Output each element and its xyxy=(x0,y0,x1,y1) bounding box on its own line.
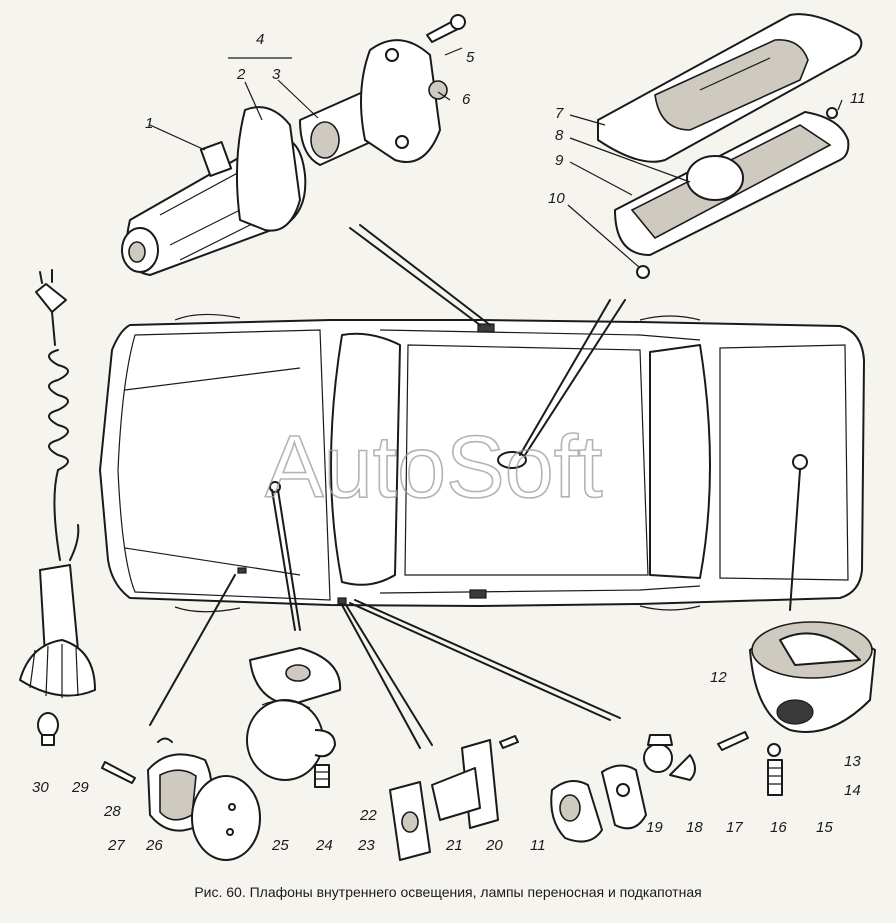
interior-lamp-assembly xyxy=(246,647,342,788)
door-switch-2 xyxy=(389,735,519,861)
callout-26: 26 xyxy=(145,837,163,854)
watermark: AutoSoft xyxy=(265,417,603,516)
callout-28: 28 xyxy=(103,803,121,820)
figure-caption: Рис. 60. Плафоны внутреннего освещения, … xyxy=(194,884,702,900)
portable-lamp-assembly xyxy=(19,269,96,746)
callout-5: 5 xyxy=(466,49,475,66)
callout-16: 16 xyxy=(770,819,787,836)
callout-25: 25 xyxy=(271,837,289,854)
callout-29: 29 xyxy=(71,779,89,796)
callout-17: 17 xyxy=(726,819,743,836)
socket-assembly xyxy=(550,764,647,843)
car-body xyxy=(99,313,865,613)
callout-10: 10 xyxy=(548,190,565,207)
callout-15: 15 xyxy=(816,819,833,836)
callout-21: 21 xyxy=(445,837,463,854)
callout-18: 18 xyxy=(686,819,703,836)
callout-30: 30 xyxy=(32,779,49,796)
callout-20: 20 xyxy=(485,837,503,854)
dome-lamp-assembly xyxy=(597,13,863,279)
reflector-assembly xyxy=(101,737,261,861)
callout-8: 8 xyxy=(555,127,564,144)
callout-9: 9 xyxy=(555,152,564,169)
callout-11-bottom: 11 xyxy=(530,837,546,854)
callout-ticks xyxy=(149,47,843,269)
callout-labels: 1 2 3 4 5 6 7 8 9 10 11 11 12 13 14 15 1… xyxy=(32,31,866,854)
callout-24: 24 xyxy=(315,837,333,854)
callout-4: 4 xyxy=(256,31,264,48)
callout-14: 14 xyxy=(844,782,861,799)
callout-11-top: 11 xyxy=(850,90,866,107)
callout-22: 22 xyxy=(359,807,377,824)
callout-3: 3 xyxy=(272,66,281,83)
callout-1: 1 xyxy=(145,115,153,132)
callout-7: 7 xyxy=(555,105,564,122)
leader-lines xyxy=(149,224,801,749)
callout-12: 12 xyxy=(710,669,727,686)
callout-6: 6 xyxy=(462,91,471,108)
callout-13: 13 xyxy=(844,753,861,770)
callout-27: 27 xyxy=(107,837,125,854)
callout-19: 19 xyxy=(646,819,663,836)
callout-2: 2 xyxy=(236,66,246,83)
hood-lamp-assembly xyxy=(643,621,876,796)
door-switch-assembly xyxy=(121,14,466,276)
callout-23: 23 xyxy=(357,837,375,854)
